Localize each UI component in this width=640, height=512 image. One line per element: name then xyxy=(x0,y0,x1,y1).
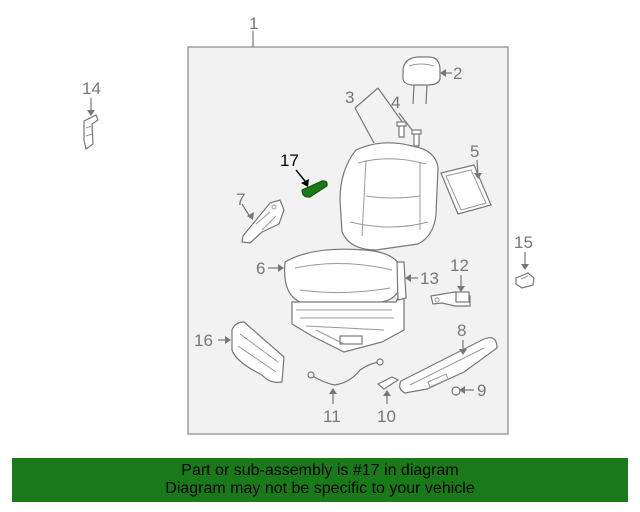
info-banner: Part or sub-assembly is #17 in diagram D… xyxy=(12,458,628,502)
callout-2[interactable]: 2 xyxy=(453,64,462,83)
part-3-guides[interactable] xyxy=(396,121,407,138)
callout-1[interactable]: 1 xyxy=(249,14,258,33)
callout-15[interactable]: 15 xyxy=(514,233,533,252)
part-4-guides[interactable] xyxy=(411,129,422,147)
callout-12[interactable]: 12 xyxy=(450,256,469,275)
callout-4[interactable]: 4 xyxy=(391,93,400,112)
callout-5[interactable]: 5 xyxy=(470,142,479,161)
part-12-switch[interactable] xyxy=(430,291,471,307)
callout-17[interactable]: 17 xyxy=(280,151,299,170)
part-10-cover[interactable] xyxy=(376,376,400,390)
parts-diagram: 1 14 2 3 4 5 xyxy=(82,14,535,435)
callout-9[interactable]: 9 xyxy=(477,381,486,400)
callout-16[interactable]: 16 xyxy=(194,331,213,350)
callout-13[interactable]: 13 xyxy=(420,269,439,288)
part-seat-frame[interactable] xyxy=(291,285,405,353)
part-13-side-cover[interactable] xyxy=(396,261,407,301)
part-17-recliner-lever[interactable] xyxy=(301,180,328,198)
callout-11[interactable]: 11 xyxy=(323,407,341,426)
part-6-seat-cushion[interactable] xyxy=(283,248,403,307)
part-14-bracket[interactable] xyxy=(83,114,99,151)
part-2-headrest[interactable] xyxy=(402,56,441,105)
part-15-clip[interactable] xyxy=(515,272,535,289)
callout-6[interactable]: 6 xyxy=(256,259,265,278)
callout-3[interactable]: 3 xyxy=(345,88,354,107)
part-7-side-bracket[interactable] xyxy=(241,199,285,244)
part-11-cable[interactable] xyxy=(307,358,384,386)
banner-line-2: Diagram may not be specific to your vehi… xyxy=(165,480,475,497)
callout-8[interactable]: 8 xyxy=(457,321,466,340)
part-9-screw-cap[interactable] xyxy=(451,386,461,396)
callout-10[interactable]: 10 xyxy=(377,407,396,426)
part-8-side-shield[interactable] xyxy=(399,337,498,394)
callout-7[interactable]: 7 xyxy=(236,190,245,209)
callout-14[interactable]: 14 xyxy=(82,79,101,98)
part-16-front-trim[interactable] xyxy=(231,321,285,383)
banner-line-1: Part or sub-assembly is #17 in diagram xyxy=(181,462,459,479)
part-seat-back[interactable] xyxy=(339,142,439,251)
